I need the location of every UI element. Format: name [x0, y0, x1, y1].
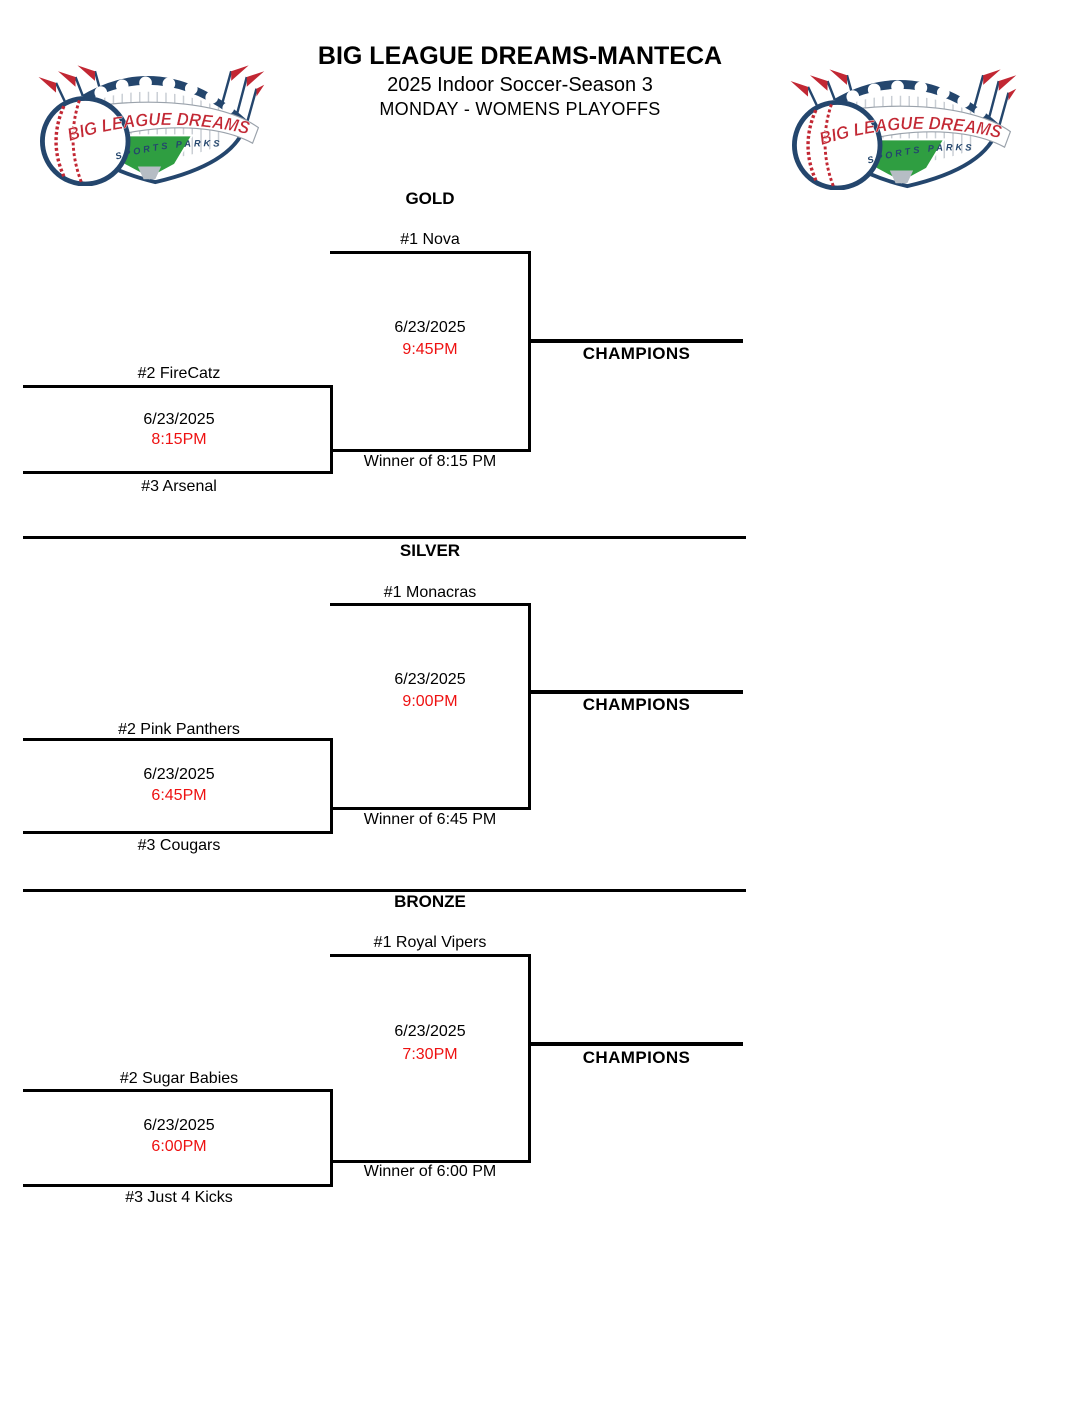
champions-label: CHAMPIONS [582, 695, 691, 714]
final-time: 9:00PM [402, 693, 458, 710]
final-connector [528, 954, 531, 1163]
division-title: GOLD [405, 189, 455, 208]
seed1-line [330, 251, 530, 254]
semi-date: 6/23/2025 [143, 1117, 215, 1134]
seed3-line [23, 831, 332, 834]
seed3-team: #3 Arsenal [141, 478, 217, 495]
semi-date: 6/23/2025 [143, 766, 215, 783]
seed2-line [23, 738, 332, 741]
seed3-line [23, 471, 332, 474]
division-title: BRONZE [394, 892, 466, 911]
winner-line [332, 1160, 530, 1163]
final-time: 7:30PM [402, 1046, 458, 1063]
seed2-team: #2 Sugar Babies [119, 1070, 239, 1087]
division-title: SILVER [399, 541, 461, 560]
seed3-line [23, 1184, 332, 1187]
big-league-dreams-logo: BIG LEAGUE DREAMS SPORTS PARKS [38, 65, 265, 186]
final-connector [528, 603, 531, 810]
home-plate [137, 166, 162, 180]
seed1-team: #1 Monacras [383, 584, 477, 601]
big-league-dreams-logo [782, 46, 1017, 190]
seed3-team: #3 Just 4 Kicks [125, 1189, 233, 1206]
semi-connector [330, 385, 333, 474]
final-connector [528, 251, 531, 452]
seed1-team: #1 Nova [400, 231, 460, 248]
champions-line [528, 690, 743, 694]
final-date: 6/23/2025 [394, 319, 466, 336]
seed2-team: #2 FireCatz [137, 365, 221, 382]
baseball [39, 96, 131, 186]
seed1-team: #1 Royal Vipers [373, 934, 487, 951]
champions-line [528, 339, 743, 343]
champions-label: CHAMPIONS [582, 1048, 691, 1067]
seed1-line [330, 603, 530, 606]
final-date: 6/23/2025 [394, 1023, 466, 1040]
seed2-line [23, 385, 332, 388]
final-date: 6/23/2025 [394, 671, 466, 688]
champions-label: CHAMPIONS [582, 344, 691, 363]
semi-connector [330, 738, 333, 834]
final-time: 9:45PM [402, 341, 458, 358]
division-separator [23, 536, 746, 539]
division-separator [23, 889, 746, 892]
semi-time: 8:15PM [151, 431, 207, 448]
page-subheading: MONDAY - WOMENS PLAYOFFS [379, 99, 661, 119]
winner-line [332, 449, 530, 452]
champions-line [528, 1042, 743, 1046]
semi-date: 6/23/2025 [143, 411, 215, 428]
semi-connector [330, 1089, 333, 1187]
seed3-team: #3 Cougars [137, 837, 221, 854]
seed2-line [23, 1089, 332, 1092]
page-title: BIG LEAGUE DREAMS-MANTECA [317, 42, 723, 70]
seed1-line [330, 954, 530, 957]
winner-label: Winner of 6:00 PM [363, 1163, 497, 1180]
winner-label: Winner of 6:45 PM [363, 811, 497, 828]
winner-line [332, 807, 530, 810]
semi-time: 6:00PM [151, 1138, 207, 1155]
winner-label: Winner of 8:15 PM [363, 453, 497, 470]
baseball-seam [54, 105, 66, 177]
page-subtitle: 2025 Indoor Soccer-Season 3 [387, 74, 653, 96]
semi-time: 6:45PM [151, 787, 207, 804]
seed2-team: #2 Pink Panthers [118, 721, 240, 738]
